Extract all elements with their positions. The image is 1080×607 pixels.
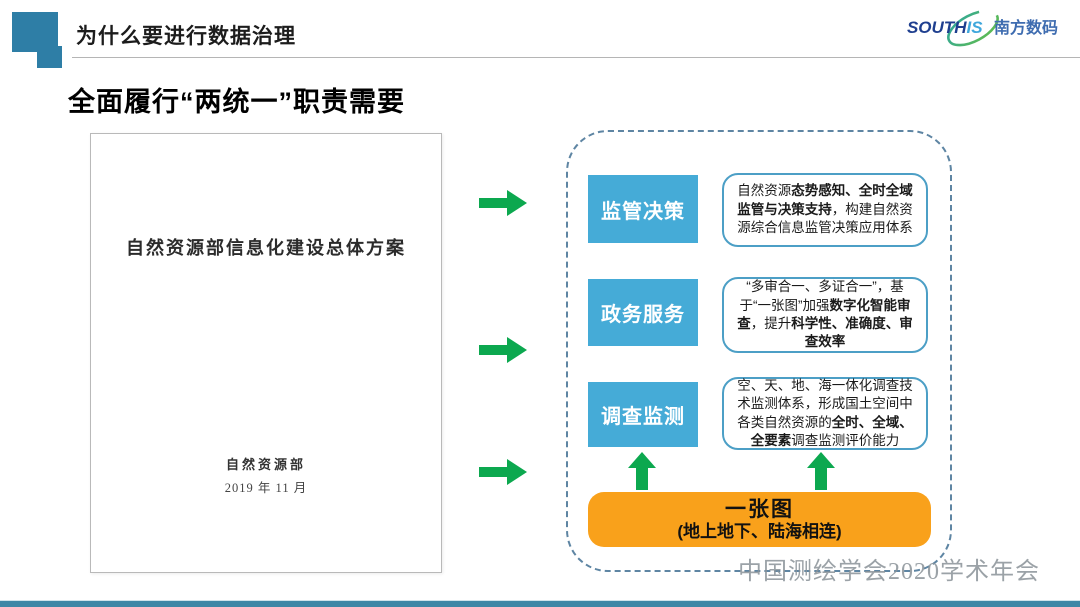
right-arrow-icon (479, 190, 527, 216)
one-map-box: 一张图 (地上地下、陆海相连) (588, 492, 931, 547)
category-box-government-service: 政务服务 (588, 279, 698, 346)
up-arrow-icon (628, 452, 656, 490)
diagram-container (566, 130, 952, 572)
right-arrow-icon (479, 337, 527, 363)
description-text: “多审合一、多证合一”，基于“一张图”加强数字化智能审查，提升科学性、准确度、审… (737, 279, 913, 350)
bottom-bar (0, 600, 1080, 607)
category-box-survey-monitoring: 调查监测 (588, 382, 698, 447)
southis-logo: SOUTHIS 南方数码 (906, 9, 1058, 47)
description-text: 自然资源态势感知、全时全域监管与决策支持，构建自然资源综合信息监管决策应用体系 (737, 183, 913, 236)
one-map-subtitle: (地上地下、陆海相连) (677, 521, 842, 541)
category-box-supervision: 监管决策 (588, 175, 698, 243)
one-map-title: 一张图 (725, 497, 794, 521)
logo-text-south: SOUTH (906, 18, 967, 37)
description-box: 空、天、地、海一体化调查技术监测体系，形成国土空间中各类自然资源的全时、全域、全… (722, 377, 928, 450)
header-title: 为什么要进行数据治理 (76, 25, 296, 48)
up-arrow-icon (807, 452, 835, 490)
document-cover: 自然资源部信息化建设总体方案 自然资源部 2019 年 11 月 (90, 133, 442, 573)
description-box: “多审合一、多证合一”，基于“一张图”加强数字化智能审查，提升科学性、准确度、审… (722, 277, 928, 353)
right-arrow-icon (479, 459, 527, 485)
accent-square-small-icon (37, 46, 62, 68)
accent-square-icon (12, 12, 58, 52)
description-box: 自然资源态势感知、全时全域监管与决策支持，构建自然资源综合信息监管决策应用体系 (722, 173, 928, 247)
watermark-text: 中国测绘学会2020学术年会 (738, 559, 1040, 585)
document-author: 自然资源部 (225, 457, 306, 472)
document-title: 自然资源部信息化建设总体方案 (126, 238, 406, 258)
document-date: 2019 年 11 月 (224, 481, 308, 495)
logo-text-is: IS (966, 18, 983, 37)
logo-text-cn: 南方数码 (993, 20, 1058, 37)
description-text: 空、天、地、海一体化调查技术监测体系，形成国土空间中各类自然资源的全时、全域、全… (737, 377, 913, 448)
page-title: 全面履行“两统一”职责需要 (68, 87, 405, 117)
header-divider (72, 57, 1080, 58)
